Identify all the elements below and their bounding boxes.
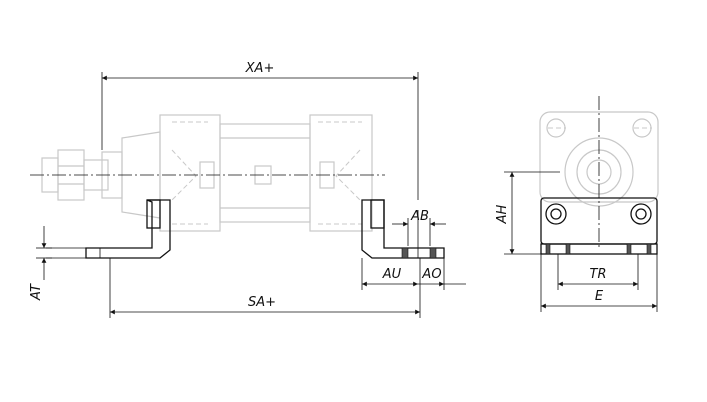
- left-foot-bracket: [46, 199, 171, 259]
- label-ao: AO: [421, 267, 441, 282]
- right-foot-bracket: [361, 199, 445, 259]
- end-view: AH TR E: [495, 96, 659, 312]
- label-tr: TR: [590, 267, 607, 282]
- label-xa: XA+: [245, 61, 275, 76]
- label-at: AT: [29, 283, 44, 301]
- dimension-tr: TR: [557, 254, 639, 290]
- cylinder-ghost: [41, 114, 373, 232]
- dimension-e: E: [540, 254, 658, 312]
- end-foot-plate: [540, 197, 658, 255]
- label-e: E: [595, 289, 604, 304]
- label-ah: AH: [495, 204, 510, 224]
- dimension-ah: AH: [495, 171, 560, 255]
- dimension-au-ao: AU AO: [361, 258, 466, 290]
- dimension-xa: XA+: [101, 61, 419, 200]
- label-ab: AB: [410, 209, 429, 224]
- dimension-sa: SA+: [109, 258, 421, 318]
- dimension-ab: AB: [392, 209, 446, 246]
- label-sa: SA+: [248, 295, 276, 310]
- side-view: XA+ SA+ AB AU AO: [29, 61, 466, 318]
- dimension-at: AT: [29, 226, 52, 301]
- label-au: AU: [382, 267, 402, 282]
